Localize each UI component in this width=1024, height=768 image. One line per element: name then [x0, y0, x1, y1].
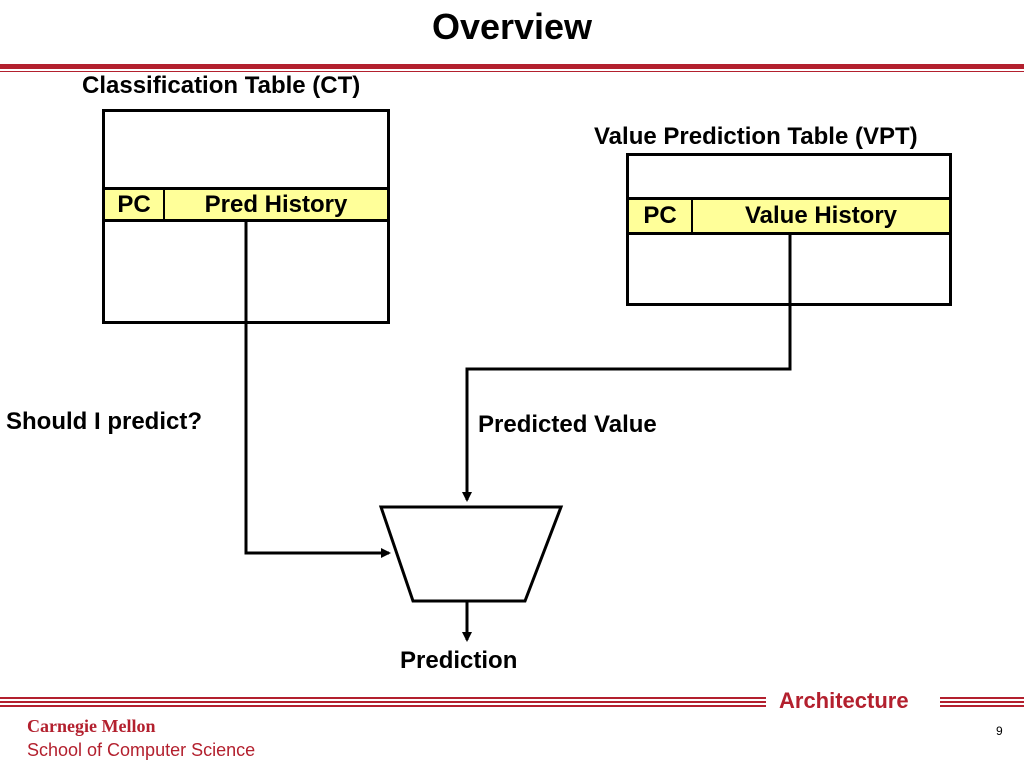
- footer-rule-right-1: [940, 697, 1024, 699]
- footer-rule-right-2: [940, 701, 1024, 703]
- footer-rule-right-3: [940, 705, 1024, 707]
- footer-rule-left-2: [0, 701, 766, 703]
- footer-rule-left-3: [0, 705, 766, 707]
- value-prediction-table: PC Value History: [626, 153, 952, 306]
- ct-entry-row: PC Pred History: [105, 187, 387, 222]
- footer-rule-left-1: [0, 697, 766, 699]
- vpt-value-history-cell: Value History: [744, 202, 898, 229]
- org-logo-text: Carnegie Mellon: [27, 716, 156, 736]
- should-predict-label: Should I predict?: [6, 408, 202, 435]
- vpt-to-mux-wire: [462, 232, 792, 502]
- vpt-title: Value Prediction Table (VPT): [594, 123, 918, 150]
- header-rule-thick: [0, 64, 1024, 69]
- header-rule-thin: [0, 71, 1024, 72]
- vpt-pc-cell: PC: [629, 200, 693, 232]
- slide-title: Overview: [431, 6, 593, 47]
- section-label: Architecture: [779, 688, 909, 713]
- vpt-entry-row: PC Value History: [629, 197, 949, 235]
- ct-title: Classification Table (CT): [82, 72, 361, 99]
- ct-pred-history-cell: Pred History: [204, 190, 348, 218]
- school-name: School of Computer Science: [27, 740, 256, 760]
- page-number: 9: [996, 724, 1003, 738]
- ct-to-mux-wire: [244, 220, 391, 558]
- prediction-label: Prediction: [400, 647, 518, 674]
- predicted-value-label: Predicted Value: [478, 411, 657, 438]
- mux-trapezoid: [378, 505, 564, 603]
- ct-pc-cell: PC: [105, 190, 165, 219]
